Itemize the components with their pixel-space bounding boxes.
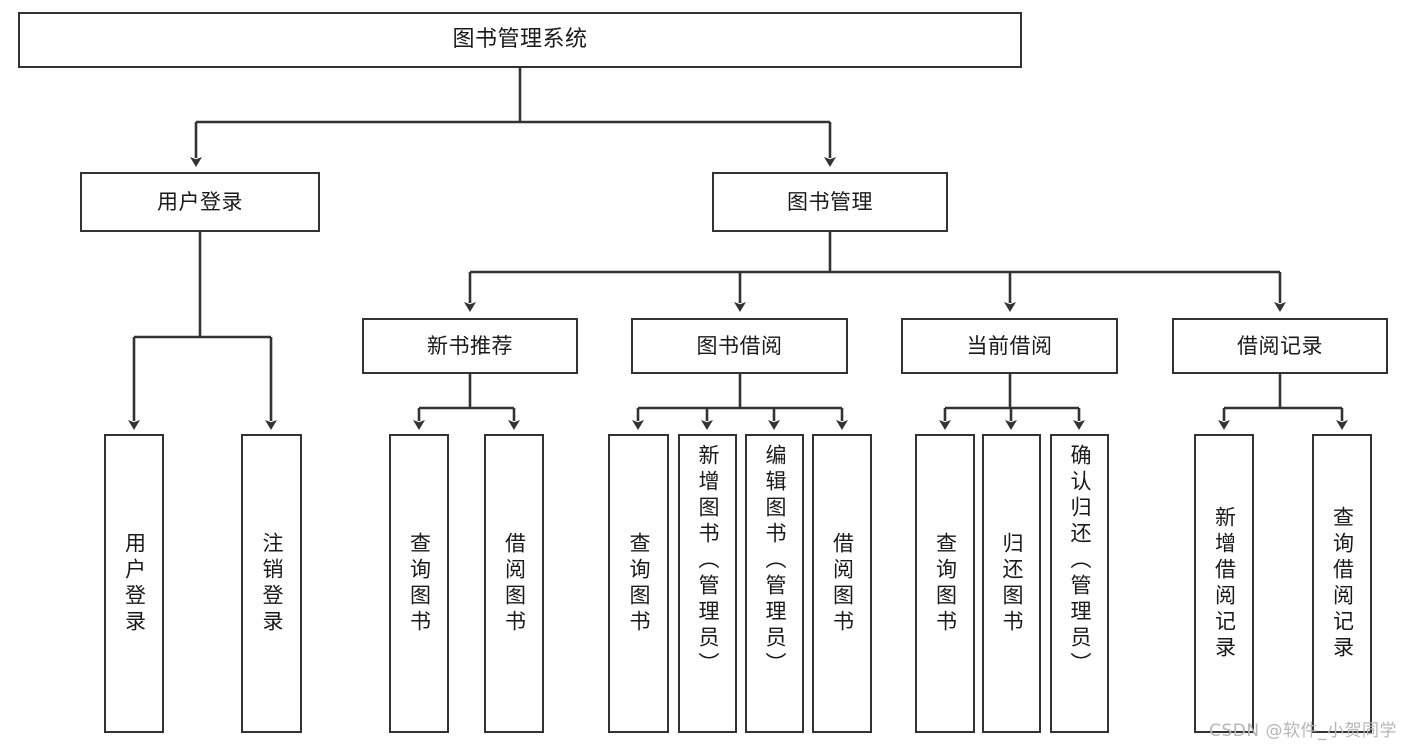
- leaf-current-confirm-return-label: 确认归还（管理员）: [1068, 444, 1092, 678]
- connector-group-user-login: [128, 232, 277, 430]
- leaf-new-book-query-label: 查询图书: [407, 531, 432, 636]
- leaf-borrow-query-book-label: 查询图书: [627, 531, 651, 636]
- connector-group-record: [1218, 374, 1348, 430]
- node-user-login-label: 用户登录: [157, 189, 243, 214]
- leaf-new-book-borrow[interactable]: 借阅图书: [484, 434, 544, 733]
- node-root[interactable]: 图书管理系统: [18, 12, 1022, 68]
- leaf-new-book-borrow-label: 借阅图书: [502, 531, 527, 636]
- node-user-login[interactable]: 用户登录: [80, 172, 320, 232]
- leaf-user-logout-label: 注销登录: [260, 531, 284, 636]
- leaf-current-return-book[interactable]: 归还图书: [982, 434, 1041, 733]
- leaf-record-query-label: 查询借阅记录: [1330, 505, 1355, 662]
- leaf-borrow-add-book[interactable]: 新增图书（管理员）: [678, 434, 737, 733]
- node-new-book-recommend-label: 新书推荐: [427, 333, 513, 358]
- node-current-borrow-label: 当前借阅: [966, 333, 1053, 358]
- leaf-borrow-add-book-label: 新增图书（管理员）: [696, 444, 720, 678]
- leaf-current-query-book[interactable]: 查询图书: [915, 434, 975, 733]
- node-borrow-record[interactable]: 借阅记录: [1172, 318, 1388, 374]
- leaf-user-login[interactable]: 用户登录: [104, 434, 164, 733]
- node-borrow-record-label: 借阅记录: [1237, 333, 1323, 358]
- node-current-borrow[interactable]: 当前借阅: [901, 318, 1118, 374]
- connector-group-borrow: [632, 374, 848, 430]
- leaf-user-login-label: 用户登录: [122, 531, 147, 636]
- node-book-management-label: 图书管理: [787, 189, 873, 214]
- leaf-borrow-borrow-book[interactable]: 借阅图书: [812, 434, 872, 733]
- leaf-new-book-query[interactable]: 查询图书: [389, 434, 449, 733]
- leaf-user-logout[interactable]: 注销登录: [241, 434, 302, 733]
- leaf-borrow-query-book[interactable]: 查询图书: [608, 434, 669, 733]
- node-new-book-recommend[interactable]: 新书推荐: [362, 318, 578, 374]
- leaf-current-query-book-label: 查询图书: [933, 531, 958, 636]
- node-book-borrow-label: 图书借阅: [696, 333, 783, 358]
- connector-group-new-book: [413, 374, 520, 430]
- leaf-current-return-book-label: 归还图书: [1000, 531, 1024, 636]
- connector-group-root: [190, 68, 836, 167]
- connector-group-current: [939, 374, 1085, 430]
- node-book-borrow[interactable]: 图书借阅: [631, 318, 848, 374]
- leaf-record-add-label: 新增借阅记录: [1212, 505, 1237, 662]
- leaf-record-add[interactable]: 新增借阅记录: [1194, 434, 1254, 733]
- node-root-label: 图书管理系统: [452, 27, 588, 53]
- watermark: CSDN @软件_小贺同学: [1209, 721, 1397, 741]
- connector-group-book-mgmt: [464, 232, 1286, 312]
- leaf-record-query[interactable]: 查询借阅记录: [1312, 434, 1372, 733]
- leaf-borrow-edit-book-label: 编辑图书（管理员）: [763, 444, 787, 678]
- leaf-current-confirm-return[interactable]: 确认归还（管理员）: [1050, 434, 1109, 733]
- leaf-borrow-borrow-book-label: 借阅图书: [830, 531, 855, 636]
- node-book-management[interactable]: 图书管理: [712, 172, 948, 232]
- leaf-borrow-edit-book[interactable]: 编辑图书（管理员）: [745, 434, 804, 733]
